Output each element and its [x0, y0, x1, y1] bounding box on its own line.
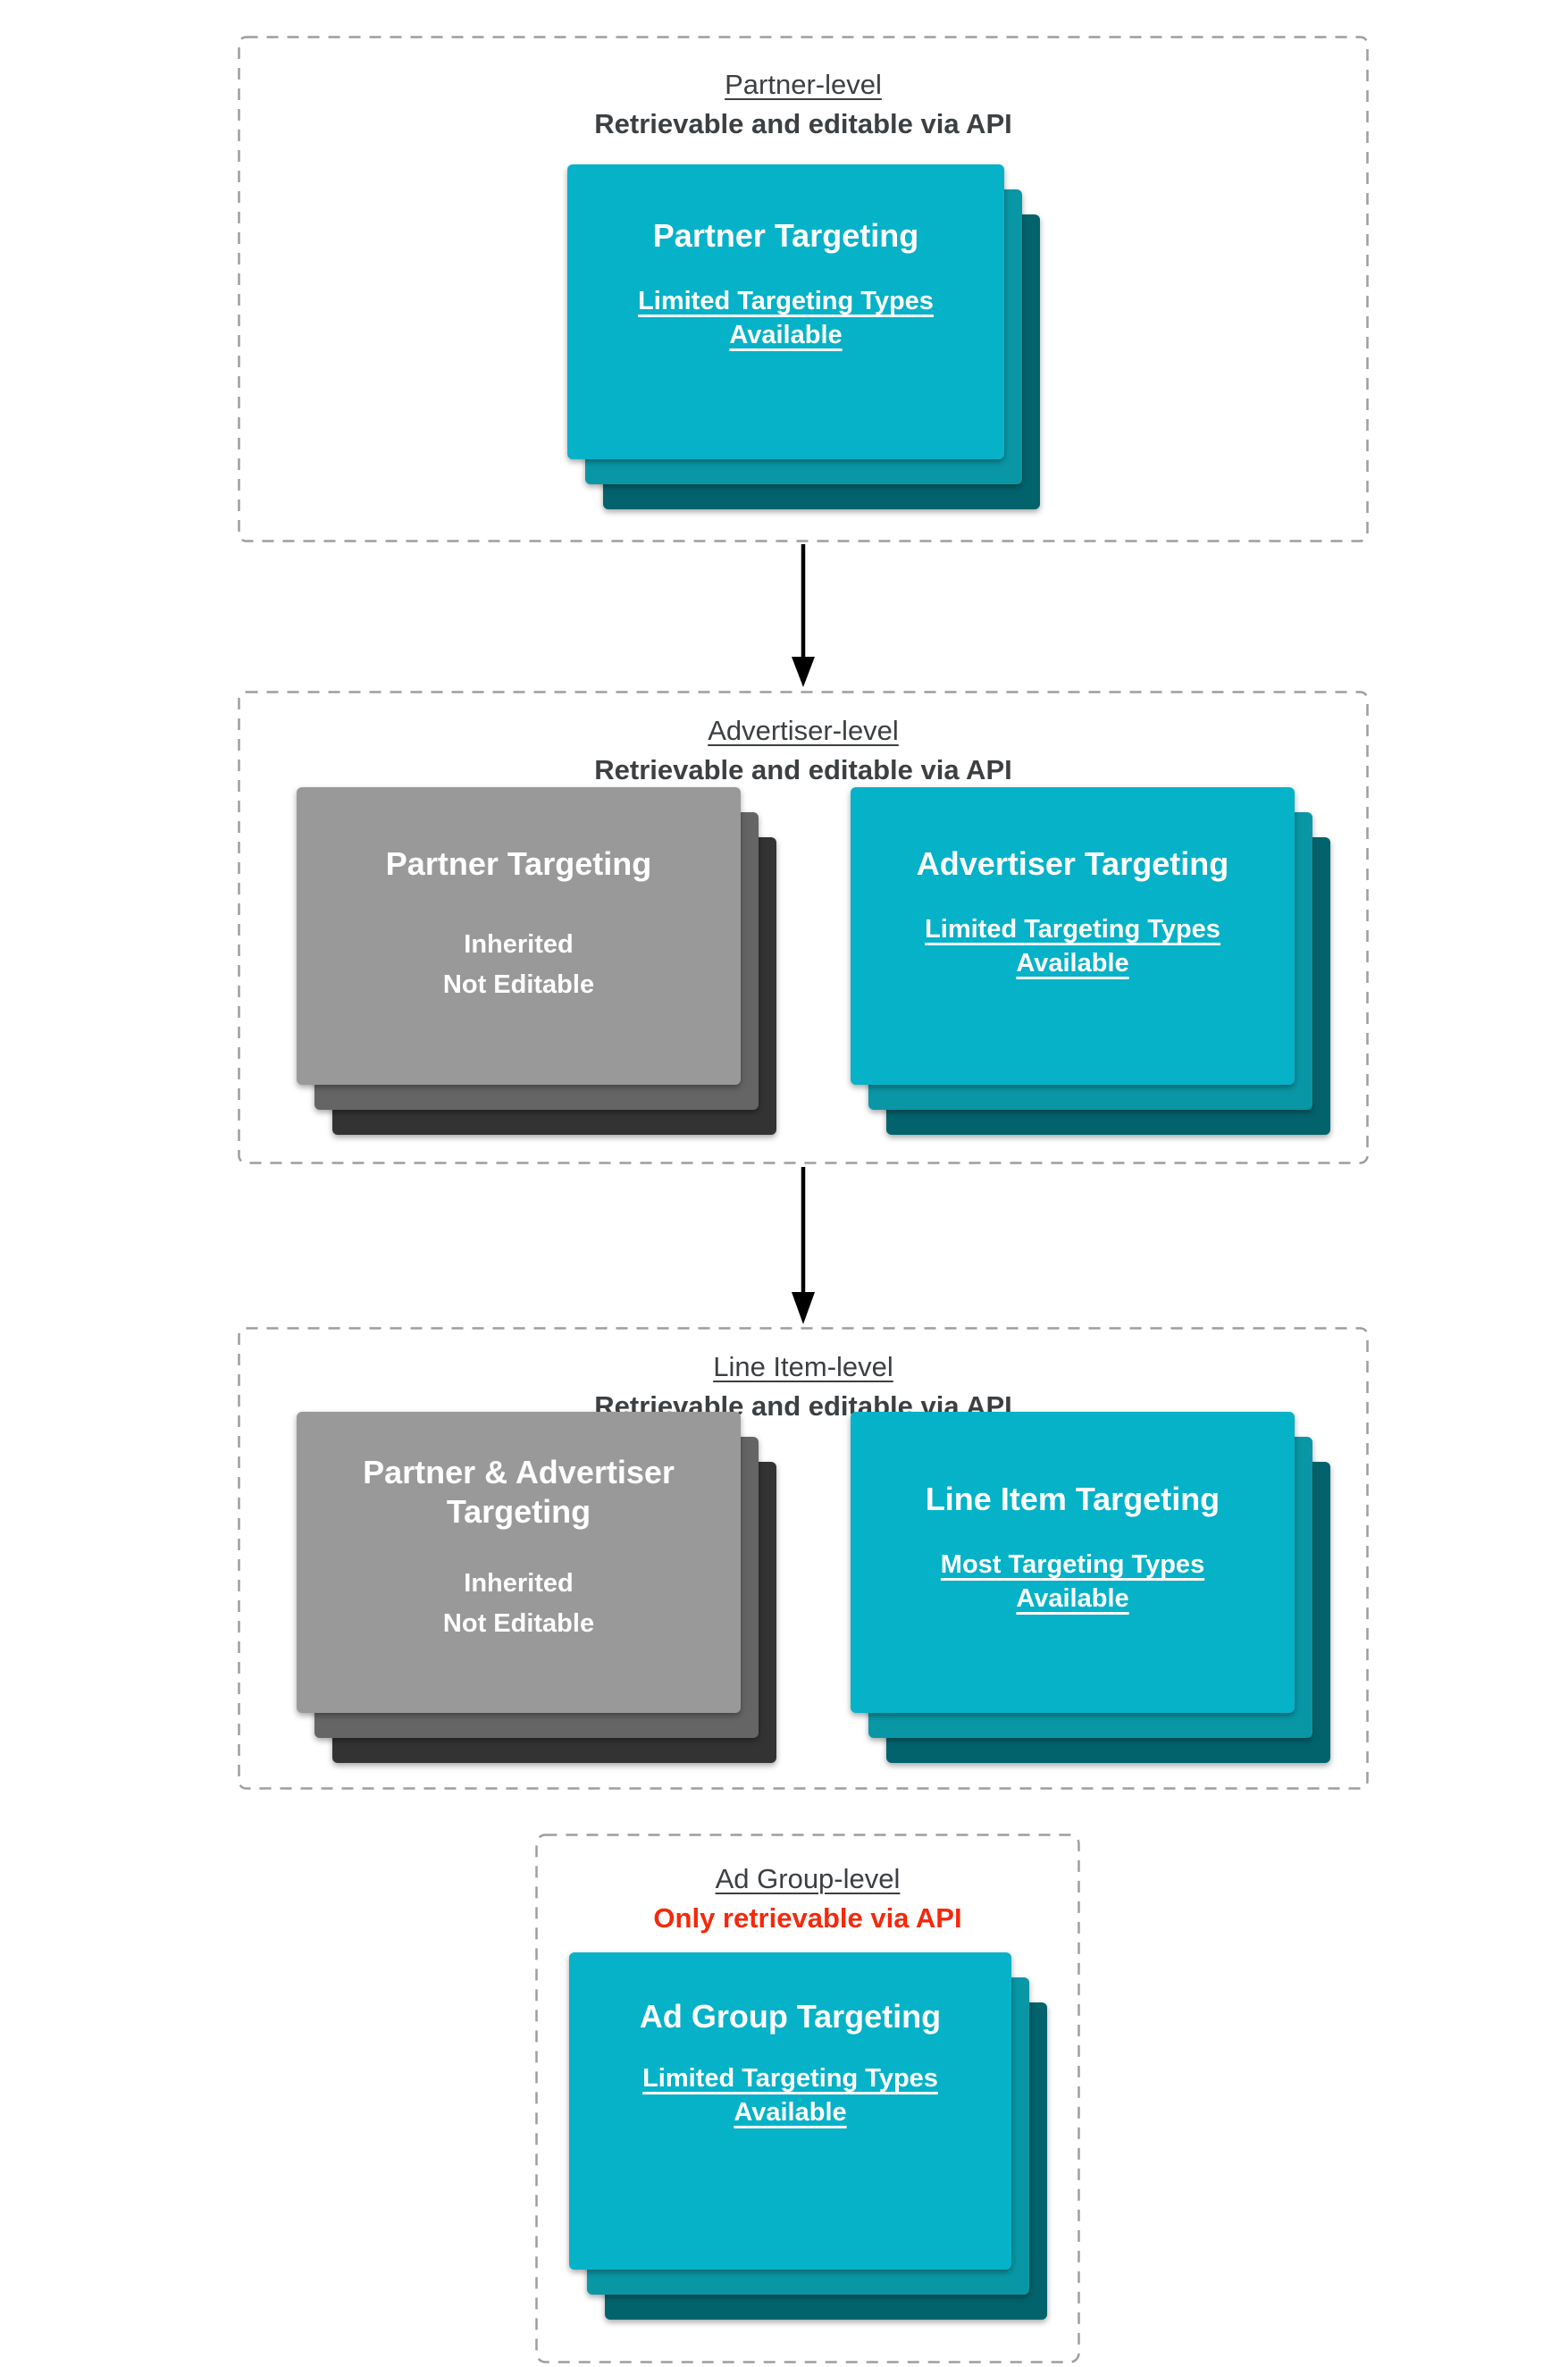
section-partner-level: Partner-level Retrievable and editable v… — [238, 36, 1369, 542]
card-stack-line-item-targeting: Line Item Targeting Most Targeting Types… — [851, 1412, 1330, 1763]
card-title: Partner Targeting — [652, 217, 919, 254]
card-title-line: Targeting — [446, 1493, 591, 1530]
section-title: Ad Group-level — [715, 1863, 901, 1894]
card-title: Line Item Targeting — [925, 1481, 1220, 1517]
card-body-line: Available — [729, 321, 843, 349]
section-subtitle: Retrievable and editable via API — [594, 754, 1012, 785]
card-title: Advertiser Targeting — [916, 845, 1229, 882]
card-title: Ad Group Targeting — [639, 1998, 942, 2035]
card-partner-targeting-inherited: Partner Targeting Inherited Not Editable — [297, 787, 741, 1085]
card-body-line: Limited Targeting Types — [638, 287, 934, 315]
section-ad-group-level: Ad Group-level Only retrievable via API … — [535, 1834, 1080, 2363]
card-body-line: Not Editable — [442, 1609, 595, 1638]
card-title: Partner Targeting — [385, 845, 652, 882]
card-stack-advertiser-targeting: Advertiser Targeting Limited Targeting T… — [851, 787, 1330, 1135]
flow-arrow-down-icon — [792, 544, 815, 687]
section-line-item-level: Line Item-level Retrievable and editable… — [238, 1327, 1369, 1790]
card-advertiser-targeting: Advertiser Targeting Limited Targeting T… — [851, 787, 1295, 1085]
card-stack-partner-targeting: Partner Targeting Limited Targeting Type… — [567, 164, 1040, 509]
card-body-line: Inherited — [464, 1569, 574, 1598]
card-partner-advertiser-targeting: Partner & Advertiser Targeting Inherited… — [297, 1412, 741, 1713]
section-title: Advertiser-level — [708, 715, 899, 746]
section-subtitle: Only retrievable via API — [653, 1902, 962, 1934]
card-body: Limited Targeting Types Available — [567, 284, 1004, 352]
section-title: Line Item-level — [713, 1351, 893, 1382]
card-stack-partner-targeting-inherited: Partner Targeting Inherited Not Editable — [297, 787, 776, 1135]
section-subtitle: Retrievable and editable via API — [594, 108, 1012, 139]
card-body-line: Inherited — [464, 930, 574, 959]
card-body-line: Available — [734, 2098, 847, 2127]
card-body: Limited Targeting Types Available — [851, 912, 1295, 980]
card-line-item-targeting: Line Item Targeting Most Targeting Types… — [851, 1412, 1295, 1713]
card-body-line: Available — [1016, 949, 1129, 978]
card-partner-targeting: Partner Targeting Limited Targeting Type… — [567, 164, 1004, 459]
card-ad-group-targeting: Ad Group Targeting Limited Targeting Typ… — [569, 1952, 1011, 2270]
card-body: Inherited Not Editable — [297, 925, 741, 1005]
card-stack-ad-group-targeting: Ad Group Targeting Limited Targeting Typ… — [569, 1952, 1047, 2320]
section-advertiser-level: Advertiser-level Retrievable and editabl… — [238, 691, 1369, 1164]
flow-arrow-down-icon — [792, 1167, 815, 1324]
card-body-line: Not Editable — [442, 970, 595, 999]
card-body-line: Limited Targeting Types — [642, 2064, 938, 2093]
card-stack-partner-advertiser-targeting: Partner & Advertiser Targeting Inherited… — [297, 1412, 776, 1763]
card-body-line: Available — [1016, 1584, 1129, 1613]
card-body: Inherited Not Editable — [297, 1564, 741, 1644]
card-title-line: Partner & Advertiser — [363, 1454, 675, 1490]
card-title: Partner & Advertiser Targeting — [297, 1453, 741, 1532]
card-body: Most Targeting Types Available — [851, 1548, 1295, 1616]
section-title: Partner-level — [725, 69, 882, 100]
card-body-line: Most Targeting Types — [940, 1550, 1205, 1579]
card-body-line: Limited Targeting Types — [925, 915, 1220, 944]
card-body: Limited Targeting Types Available — [569, 2061, 1011, 2129]
